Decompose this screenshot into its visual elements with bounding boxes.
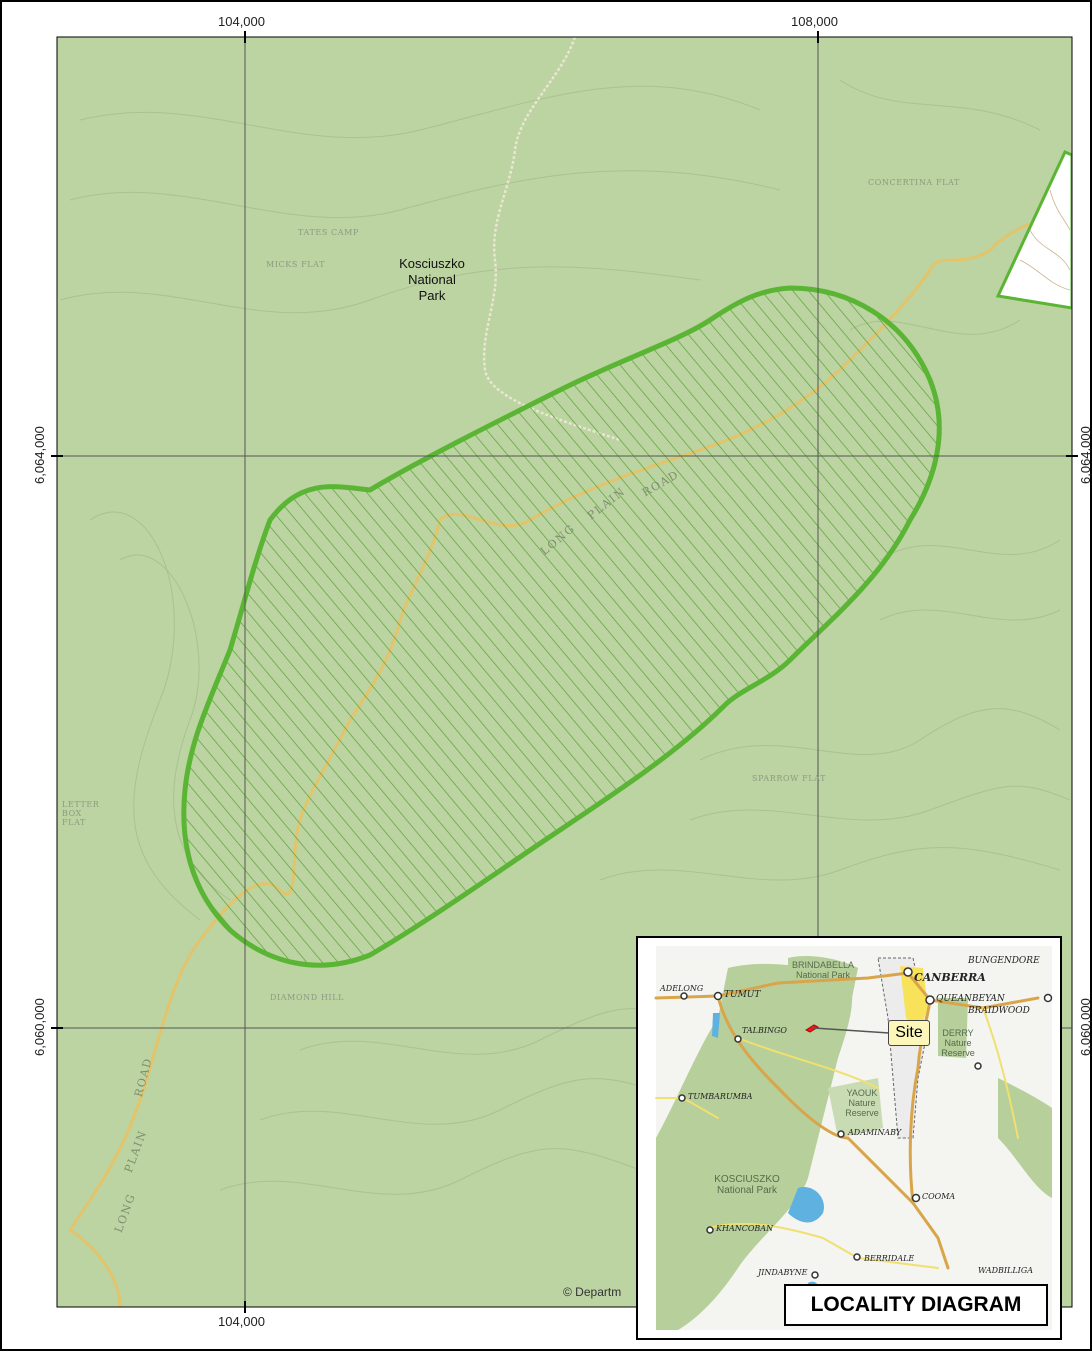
grid-label-left-6060000: 6,060,000: [32, 998, 47, 1056]
feature-tates-camp: TATES CAMP: [298, 228, 359, 237]
grid-label-right-6060000: 6,060,000: [1078, 998, 1092, 1056]
grid-ticks: [51, 31, 1078, 1313]
grid-label-bottom-104000: 104,000: [218, 1314, 265, 1329]
feature-micks-flat: MICKS FLAT: [266, 260, 326, 269]
contour-lines: [59, 79, 1071, 1195]
grid-label-left-6064000: 6,064,000: [32, 426, 47, 484]
site-boundary: [181, 285, 942, 968]
locality-diagram-title: LOCALITY DIAGRAM: [784, 1284, 1048, 1326]
park-label-line-1: Kosciuszko: [399, 256, 465, 271]
kosciuszko-park-area: [656, 963, 853, 1330]
town-braidwood: BRAIDWOOD: [968, 1006, 1030, 1016]
grid-label-top-104000: 104,000: [218, 14, 265, 29]
town-cooma: COOMA: [922, 1192, 956, 1201]
inset-map: [654, 946, 1053, 1330]
yaouk-reserve-area: [828, 1078, 883, 1138]
town-tumbarumba: TUMBARUMBA: [688, 1092, 753, 1101]
town-canberra: CANBERRA: [914, 971, 986, 984]
road-south: [69, 1228, 122, 1307]
park-label-line-2: National: [408, 272, 456, 287]
park-label-brindabella: BRINDABELLA National Park: [791, 960, 855, 980]
walking-track: [482, 37, 621, 442]
feature-sparrow-flat: SPARROW FLAT: [752, 774, 827, 783]
brindabella-park-area: [788, 956, 858, 1018]
derry-reserve-area: [938, 998, 968, 1058]
park-label-yaouk: YAOUK Nature Reserve: [845, 1088, 879, 1118]
site-callout: Site: [888, 1020, 930, 1046]
lake-eucumbene: [788, 1187, 824, 1223]
adjacent-site-contours: [1019, 189, 1071, 291]
park-label-kosciuszko: KOSCIUSZKO National Park: [714, 1174, 780, 1196]
town-adaminaby: ADAMINABY: [848, 1128, 902, 1137]
town-adelong: ADELONG: [660, 984, 704, 993]
town-talbingo: TALBINGO: [742, 1026, 787, 1035]
copyright-credit: © Departm: [563, 1285, 622, 1299]
park-label: Kosciuszko National Park: [380, 256, 484, 304]
lake-blowering: [712, 1013, 720, 1038]
town-berridale: BERRIDALE: [864, 1254, 915, 1263]
map-extent: [56, 36, 1073, 1308]
site-leader-line: [813, 1027, 890, 1034]
adjacent-site-outline: [995, 150, 1072, 310]
park-label-line-3: Park: [418, 288, 446, 303]
canberra-urban-area: [900, 966, 928, 1033]
town-markers: [678, 967, 1053, 1279]
town-bungendore: BUNGENDORE: [968, 956, 1040, 966]
grid-label-right-6064000: 6,064,000: [1078, 426, 1092, 484]
feature-diamond-hill: DIAMOND HILL: [270, 993, 345, 1002]
feature-concertina-flat: CONCERTINA FLAT: [868, 178, 960, 187]
town-tumut: TUMUT: [724, 990, 761, 1000]
town-jindabyne: JINDABYNE: [758, 1268, 808, 1277]
grid-label-top-108000: 108,000: [791, 14, 838, 29]
town-wadbilliga: WADBILLIGA: [978, 1266, 1034, 1275]
locality-diagram-inset: CANBERRA QUEANBEYAN BRAIDWOOD BUNGENDORE…: [636, 936, 1062, 1340]
feature-letter-box-flat: LETTER BOX FLAT: [62, 800, 100, 827]
park-label-derry: DERRY Nature Reserve: [941, 1028, 975, 1058]
town-khancoban: KHANCOBAN: [716, 1224, 774, 1233]
inset-roads: [654, 971, 1040, 1270]
site-marker: [804, 1024, 820, 1033]
town-queanbeyan: QUEANBEYAN: [936, 994, 1005, 1004]
